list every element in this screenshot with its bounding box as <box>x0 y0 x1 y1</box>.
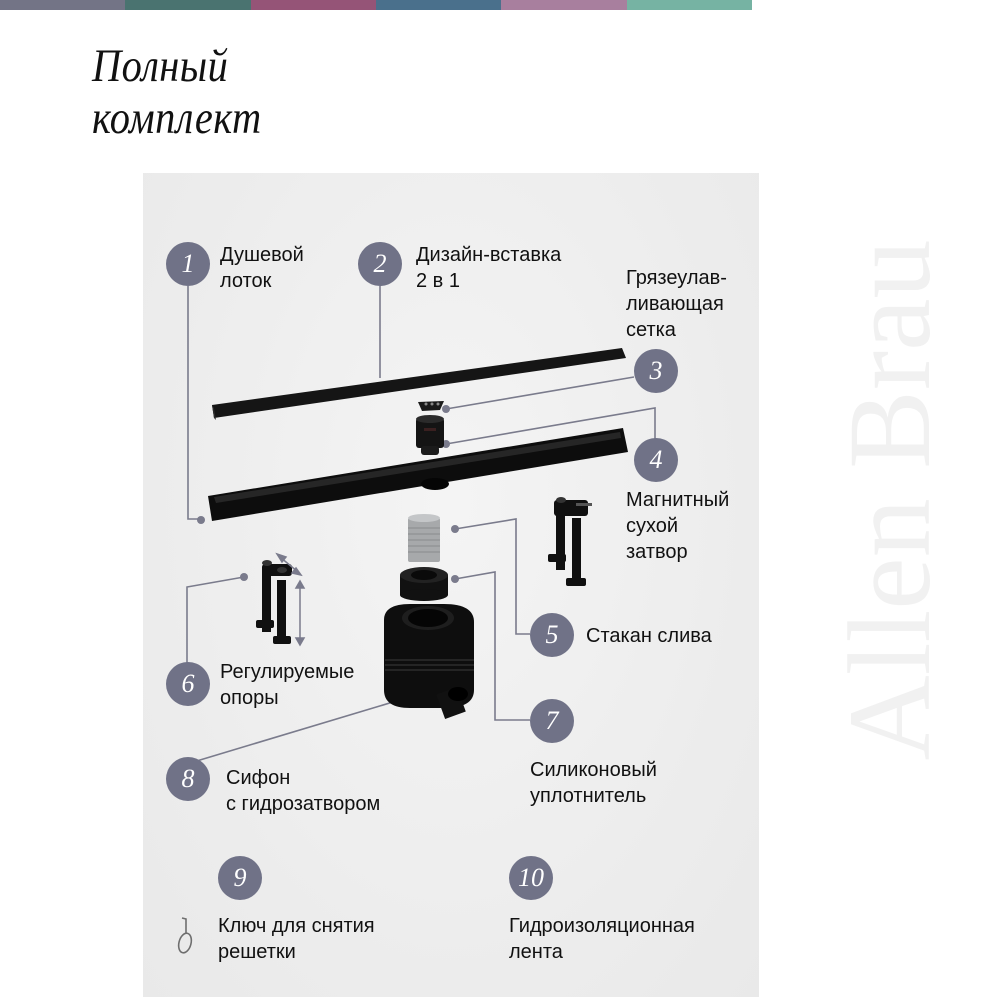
magnetic-trap <box>416 415 444 455</box>
label-adjustable-supports: Регулируемые опоры <box>220 659 354 711</box>
badge-4: 4 <box>634 438 678 482</box>
badge-3: 3 <box>634 349 678 393</box>
shower-channel <box>208 428 628 521</box>
design-insert-bar <box>212 348 626 420</box>
label-line: Душевой <box>220 244 304 266</box>
title-line-2: комплект <box>92 92 262 144</box>
label-siphon: Сифон с гидрозатвором <box>226 765 380 817</box>
label-silicone-seal: Силиконовый уплотнитель <box>530 757 657 809</box>
label-design-insert: Дизайн-вставка 2 в 1 <box>416 242 561 294</box>
hair-strainer <box>418 401 444 411</box>
drain-cup <box>408 514 440 562</box>
label-line: с гидрозатвором <box>226 793 381 815</box>
badge-1: 1 <box>166 242 210 286</box>
adjustment-arrows <box>275 552 306 647</box>
color-segment <box>125 0 251 10</box>
label-line: затвор <box>626 541 688 563</box>
label-line: уплотнитель <box>530 785 647 807</box>
brand-color-bar <box>0 0 752 10</box>
label-line: Стакан слива <box>586 625 712 647</box>
badge-6: 6 <box>166 662 210 706</box>
label-line: Грязеулав- <box>626 267 727 289</box>
label-line: сетка <box>626 319 676 341</box>
label-waterproofing-tape: Гидроизоляционная лента <box>509 913 695 965</box>
color-segment <box>501 0 627 10</box>
badge-10: 10 <box>509 856 553 900</box>
label-shower-channel: Душевой лоток <box>220 242 304 294</box>
adjustable-supports-right <box>548 497 592 586</box>
label-line: Гидроизоляционная <box>509 915 695 937</box>
label-line: ливающая <box>626 293 724 315</box>
color-segment <box>375 0 502 10</box>
color-segment <box>626 0 752 10</box>
grate-removal-key <box>177 917 193 954</box>
badge-7: 7 <box>530 699 574 743</box>
page-title: Полный комплект <box>92 40 262 144</box>
label-line: Силиконовый <box>530 759 657 781</box>
label-line: Дизайн-вставка <box>416 244 562 266</box>
label-line: сухой <box>626 515 679 537</box>
label-magnetic-trap: Магнитный сухой затвор <box>626 487 729 565</box>
silicone-seal <box>400 567 448 601</box>
label-line: лента <box>509 941 563 963</box>
label-line: лоток <box>220 270 272 292</box>
label-line: Магнитный <box>626 489 730 511</box>
adjustable-supports-left <box>256 560 292 644</box>
badge-2: 2 <box>358 242 402 286</box>
label-drain-cup: Стакан слива <box>586 623 712 649</box>
label-line: Сифон <box>226 767 291 789</box>
label-line: решетки <box>218 941 296 963</box>
label-removal-key: Ключ для снятия решетки <box>218 913 375 965</box>
label-line: Ключ для снятия <box>218 915 375 937</box>
leader-lines <box>186 286 656 764</box>
badge-9: 9 <box>218 856 262 900</box>
siphon <box>384 604 474 719</box>
title-line-1: Полный <box>92 40 229 92</box>
badge-8: 8 <box>166 757 210 801</box>
badge-5: 5 <box>530 613 574 657</box>
color-segment <box>250 0 376 10</box>
label-line: опоры <box>220 687 279 709</box>
label-line: 2 в 1 <box>416 270 460 292</box>
label-hair-strainer: Грязеулав- ливающая сетка <box>626 265 727 343</box>
label-line: Регулируемые <box>220 661 355 683</box>
color-segment <box>0 0 126 10</box>
